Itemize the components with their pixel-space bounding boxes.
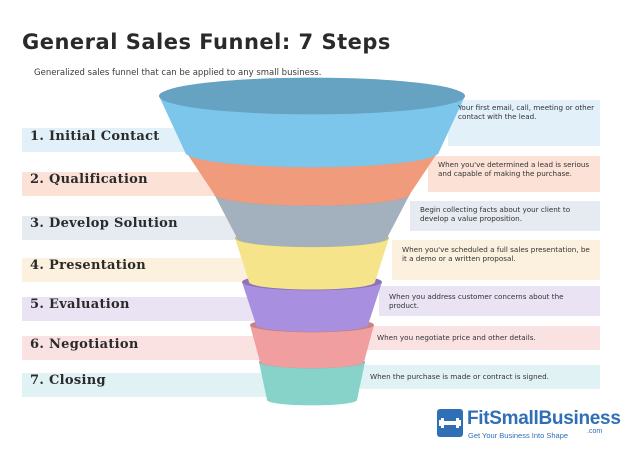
description-band [360,365,600,389]
funnel-segment [259,362,365,406]
logo-name: FitSmallBusiness [467,408,621,429]
step-label: 1. Initial Contact [30,129,160,144]
barbell-logo-icon [437,409,463,437]
funnel-segment [214,194,410,247]
step-description: When you've determined a lead is serious… [438,160,590,178]
step-label: 7. Closing [30,373,106,388]
step-label: 6. Negotiation [30,337,139,352]
logo-suffix: .com [587,428,603,435]
step-label: 2. Qualification [30,172,148,187]
funnel-segment [250,325,374,369]
funnel-segment [235,238,389,290]
description-band [448,100,600,146]
fitsmallbusiness-logo: FitSmallBusiness .com Get Your Business … [437,407,621,443]
step-label: 3. Develop Solution [30,216,178,231]
step-description: When you address customer concerns about… [389,292,564,310]
step-description: Your first email, call, meeting or other… [458,103,595,121]
page-subtitle: Generalized sales funnel that can be app… [34,68,322,78]
funnel-segment [186,152,438,206]
description-band [367,326,600,350]
description-band [428,156,600,192]
funnel-segment-rim [159,77,465,115]
step-description: When the purchase is made or contract is… [370,372,549,381]
step-description: When you've scheduled a full sales prese… [402,245,590,263]
logo-tagline: Get Your Business Into Shape [468,431,569,440]
page-title: General Sales Funnel: 7 Steps [22,30,391,54]
step-description: Begin collecting facts about your client… [420,205,571,223]
description-band [410,201,600,231]
description-band [392,240,600,280]
funnel-segment [159,96,465,168]
funnel-segment [242,282,382,332]
step-label: 5. Evaluation [30,297,130,312]
step-description: When you negotiate price and other detai… [377,333,536,342]
description-band [379,286,600,316]
step-label: 4. Presentation [30,258,147,273]
